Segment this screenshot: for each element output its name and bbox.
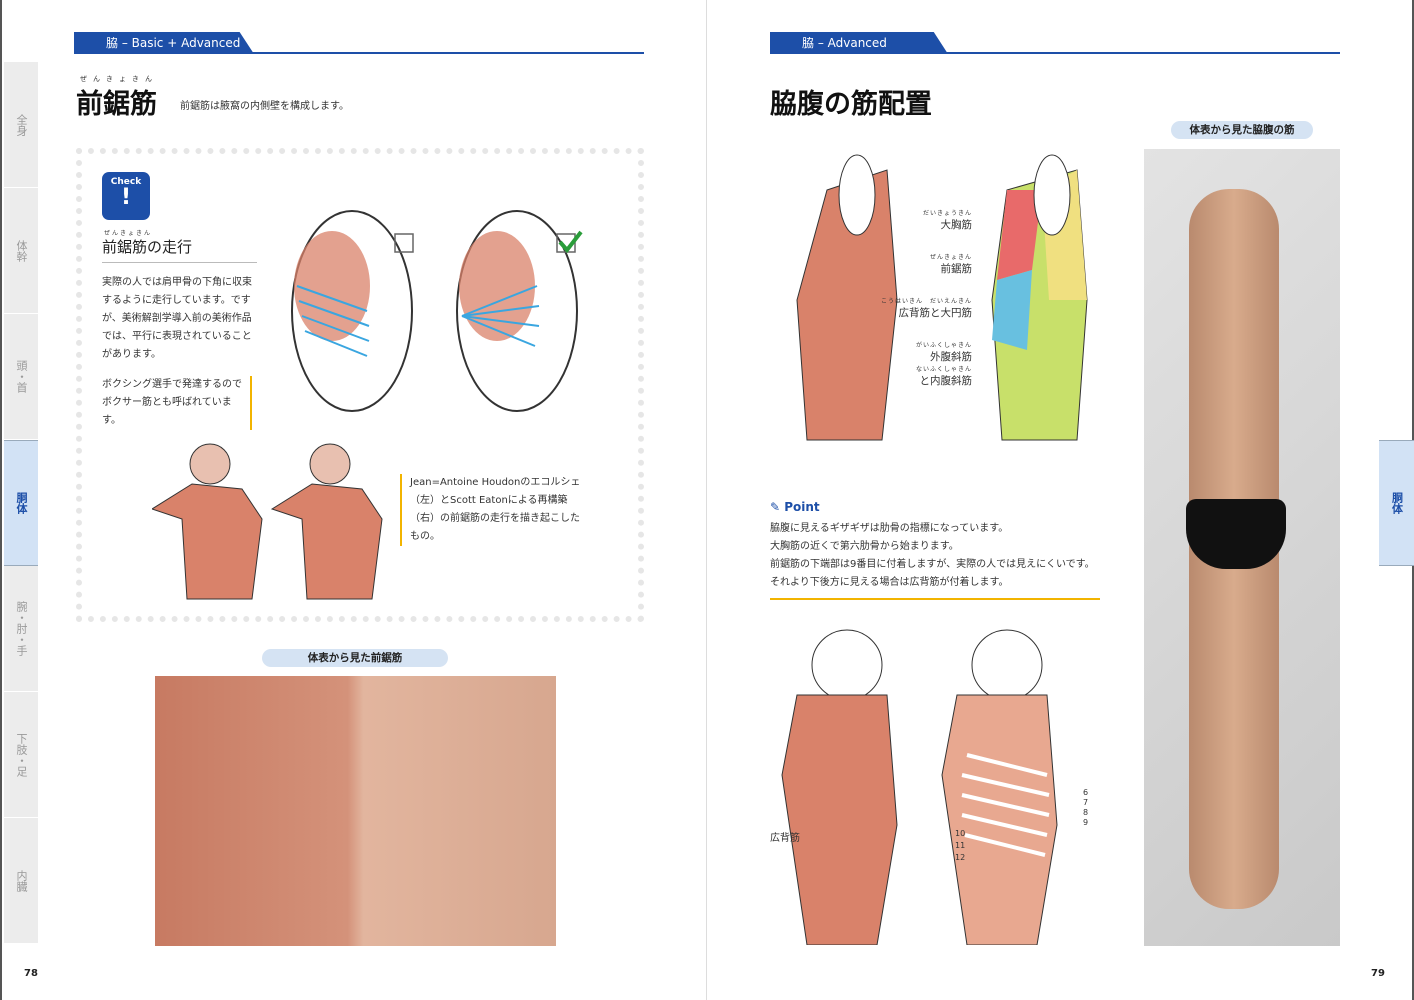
ecorche-illustrations: [152, 443, 383, 600]
side-tab-torso[interactable]: 胴体: [1379, 440, 1414, 566]
photo-label: 体表から見た脇腹の筋: [1171, 121, 1313, 139]
ribcage-parallel-illustration: [291, 210, 413, 412]
side-tab-taikan[interactable]: 体幹: [4, 188, 38, 314]
page-title: 前鋸筋: [76, 89, 157, 120]
page-subtitle: 前鋸筋は腋窩の内側壁を構成します。: [180, 101, 349, 112]
title-ruby: ぜんきょきん: [80, 75, 158, 83]
check-heading: 前鋸筋の走行: [102, 238, 193, 256]
header-rule: [74, 52, 644, 54]
section-header-tab: 脇 – Basic + Advanced: [74, 32, 254, 54]
photo-label: 体表から見た前鋸筋: [262, 649, 448, 667]
rib-numbers-left: 10 11 12: [955, 828, 965, 864]
label-ruby: ぜんきょきん: [929, 254, 972, 261]
page-title: 脇腹の筋配置: [770, 89, 932, 120]
flank-muscle-illustrations: [796, 154, 1088, 441]
flank-muscle-illustration: [796, 154, 898, 441]
point-line: それより下後方に見える場合は広背筋が付着します。: [770, 577, 1009, 588]
page-number: 78: [24, 968, 38, 979]
houdon-ecorche-illustration: [152, 443, 263, 600]
label-pectoralis-major: 大胸筋: [940, 219, 973, 231]
label-external-oblique: 外腹斜筋: [930, 351, 972, 363]
point-title: Point: [784, 500, 820, 514]
ribcage-converging-illustration: [456, 210, 578, 412]
rib-numbers-right: 6 7 8 9: [1083, 788, 1088, 828]
back-rib-illustrations: [781, 629, 1058, 945]
back-muscle-illustration: [781, 629, 898, 945]
point-line: 大胸筋の近くで第六肋骨から始まります。: [770, 541, 959, 552]
point-line: 脇腹に見えるギザギザは肋骨の指標になっています。: [770, 523, 1009, 534]
check-paragraph-2: ボクシング選手で発達するのでボクサー筋とも呼ばれています。: [102, 376, 252, 430]
pencil-icon: ✎: [770, 500, 785, 514]
point-heading: ✎ Point: [770, 500, 820, 514]
heading-ruby: ぜんきょきん: [104, 230, 153, 237]
point-text: 脇腹に見えるギザギザは肋骨の指標になっています。 大胸筋の近くで第六肋骨から始ま…: [770, 520, 1100, 600]
serratus-surface-photo: [155, 676, 556, 946]
label-ruby: ないふくしゃきん: [915, 366, 972, 373]
label-latissimus: 広背筋: [770, 833, 800, 844]
rib-number: 12: [955, 853, 966, 862]
unchecked-box-icon: [394, 233, 414, 253]
label-serratus-anterior: 前鋸筋: [940, 263, 973, 275]
ribcage-illustrations: [291, 210, 583, 412]
check-badge: Check !: [102, 172, 150, 220]
point-line: 前鋸筋の下端部は9番目に付着しますが、実際の人では見えにくいです。: [770, 559, 1095, 570]
eaton-reconstruction-illustration: [270, 443, 383, 600]
check-badge-label: Check: [110, 177, 142, 187]
rib-number: 9: [1083, 818, 1089, 827]
check-box: Check ! ぜんきょきん 前鋸筋の走行 実際の人では肩甲骨の下角に収束するよ…: [76, 148, 644, 622]
muscle-labels: だいきょうきん大胸筋 ぜんきょきん前鋸筋 こうはいきん だいえんきん広背筋と大円…: [847, 208, 972, 388]
divider: [102, 262, 257, 263]
side-tab-zenshin[interactable]: 全身: [4, 62, 38, 188]
label-latissimus-teres: 広背筋と大円筋: [898, 307, 973, 319]
houdon-caption: Jean=Antoine Houdonのエコルシェ（左）とScott Eaton…: [400, 474, 585, 546]
rib-number: 6: [1083, 788, 1089, 797]
section-header-tab: 脇 – Advanced: [770, 32, 948, 54]
header-rule: [770, 52, 1340, 54]
side-tab-organs[interactable]: 内臓: [4, 818, 38, 944]
flank-surface-photo: [1144, 149, 1340, 946]
rib-number: 8: [1083, 808, 1089, 817]
model-briefs: [1186, 499, 1286, 569]
check-paragraph-1: 実際の人では肩甲骨の下角に収束するように走行しています。ですが、美術解剖学導入前…: [102, 277, 252, 360]
rib-number: 7: [1083, 798, 1089, 807]
exclamation-icon: !: [120, 185, 132, 210]
label-ruby: こうはいきん だいえんきん: [880, 298, 972, 305]
page-number: 79: [1371, 968, 1385, 979]
label-internal-oblique: と内腹斜筋: [919, 375, 973, 387]
rib-number: 10: [955, 829, 966, 838]
side-tab-arm[interactable]: 腕・肘・手: [4, 566, 38, 692]
left-page: 脇 – Basic + Advanced 全身 体幹 頭・首 胴体 腕・肘・手 …: [0, 0, 707, 1000]
side-tab-head-neck[interactable]: 頭・首: [4, 314, 38, 440]
rib-number-illustration: [941, 629, 1058, 945]
checked-box-icon: [556, 233, 576, 253]
label-ruby: だいきょうきん: [922, 210, 972, 217]
side-tab-torso[interactable]: 胴体: [4, 440, 38, 566]
side-tab-leg[interactable]: 下肢・足: [4, 692, 38, 818]
rib-number: 11: [955, 841, 966, 850]
flank-colored-muscle-map: [991, 154, 1088, 441]
right-page: 脇 – Advanced 脇腹の筋配置 だいきょうきん大胸筋 ぜんきょきん前鋸筋…: [707, 0, 1414, 1000]
label-ruby: がいふくしゃきん: [915, 342, 972, 349]
